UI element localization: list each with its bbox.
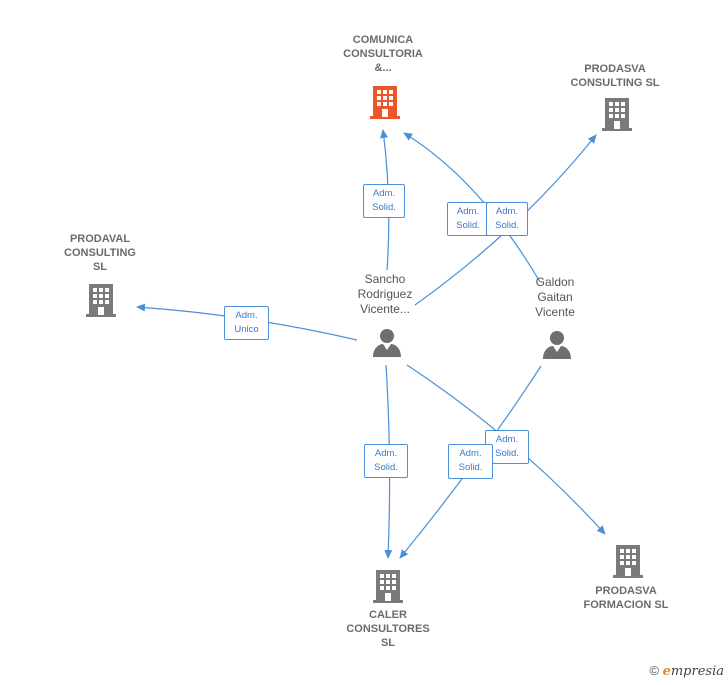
relation-badge-galdon-caler[interactable]: Adm. Solid. — [448, 444, 493, 479]
person-icon[interactable] — [542, 330, 572, 360]
building-icon-highlight[interactable] — [370, 84, 400, 120]
person-icon[interactable] — [372, 328, 402, 358]
copyright-icon: © — [649, 663, 659, 678]
brand-logo: © empresia — [649, 663, 724, 679]
person-galdon-label[interactable]: Galdon Gaitan Vicente — [535, 275, 575, 319]
relation-badge-sancho-comunica[interactable]: Adm. Solid. — [363, 184, 405, 218]
company-prodaval-label[interactable]: PRODAVAL CONSULTING SL — [64, 233, 136, 273]
company-comunica-label[interactable]: COMUNICA CONSULTORIA &... — [343, 34, 423, 74]
person-sancho-label[interactable]: Sancho Rodriguez Vicente... — [357, 272, 413, 316]
company-prodasva-consulting-label[interactable]: PRODASVA CONSULTING SL — [570, 63, 660, 89]
relation-badge-sancho-caler[interactable]: Adm. Solid. — [364, 444, 408, 478]
relation-badge-sancho-prodasva-consulting[interactable]: Adm. Solid. — [447, 202, 489, 236]
relation-badge-galdon-comunica[interactable]: Adm. Solid. — [486, 202, 528, 236]
relation-badge-sancho-prodaval[interactable]: Adm. Unico — [224, 306, 269, 340]
brand-e: e — [662, 664, 671, 679]
building-icon[interactable] — [373, 568, 403, 604]
building-icon[interactable] — [86, 282, 116, 318]
brand-name: mpresia — [670, 664, 724, 679]
company-caler-label[interactable]: CALER CONSULTORES SL — [346, 609, 430, 649]
company-prodasva-formacion-label[interactable]: PRODASVA FORMACION SL — [583, 585, 669, 611]
edge-galdon-comunica — [403, 132, 541, 283]
building-icon[interactable] — [613, 543, 643, 579]
building-icon[interactable] — [602, 96, 632, 132]
